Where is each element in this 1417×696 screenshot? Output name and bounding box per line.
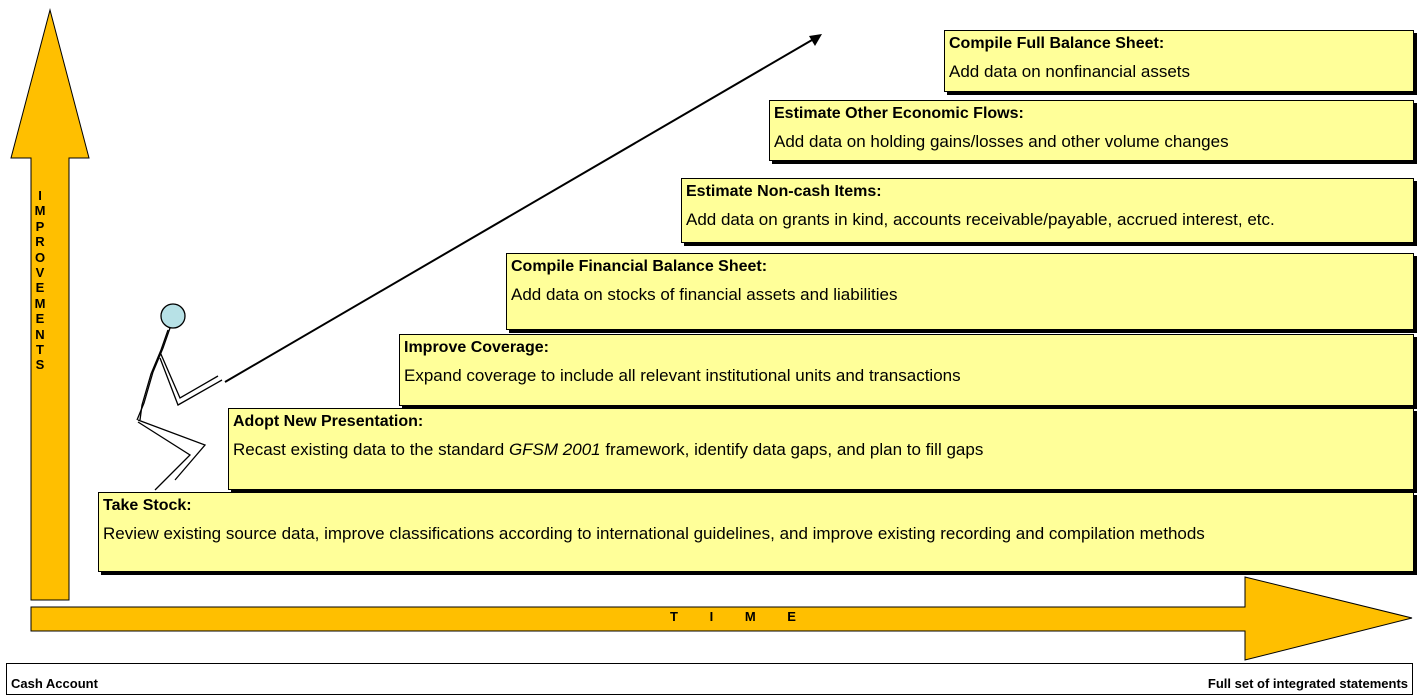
step-description: Add data on stocks of financial assets a…: [511, 285, 898, 304]
step-estimate-non-cash-items: Estimate Non-cash Items: Add data on gra…: [681, 178, 1414, 243]
step-description-part: framework, identify data gaps, and plan …: [600, 440, 984, 459]
progress-arrow-line: [224, 39, 813, 383]
range-end-label: Full set of integrated statements: [1207, 676, 1408, 691]
improvements-letter: P: [35, 218, 45, 234]
progress-arrow-head: [809, 34, 822, 46]
step-compile-financial-balance-sheet: Compile Financial Balance Sheet: Add dat…: [506, 253, 1414, 330]
step-adopt-new-presentation: Adopt New Presentation: Recast existing …: [228, 408, 1414, 490]
step-description: Add data on nonfinancial assets: [949, 62, 1191, 81]
step-take-stock: Take Stock: Review existing source data,…: [98, 492, 1414, 572]
step-description: Add data on holding gains/losses and oth…: [774, 132, 1229, 151]
stick-figure-head-icon: [160, 303, 186, 329]
improvements-letter: E: [35, 280, 45, 296]
improvements-letter: M: [34, 203, 46, 219]
time-arrow: [30, 576, 1413, 661]
step-description: Recast existing data to the standard GFS…: [233, 439, 1409, 461]
range-start-label: Cash Account: [11, 676, 98, 691]
improvements-label: I M P R O V E M E N T S: [30, 188, 50, 373]
step-description-italic: GFSM 2001: [508, 440, 601, 459]
step-title: Improve Coverage:: [404, 339, 549, 356]
improvements-letter: I: [38, 188, 42, 203]
improvements-letter: V: [35, 265, 45, 281]
bottom-range-box: Cash Account Full set of integrated stat…: [6, 663, 1413, 695]
improvements-letter: R: [35, 234, 45, 250]
step-description: Review existing source data, improve cla…: [103, 524, 1205, 543]
step-estimate-other-economic-flows: Estimate Other Economic Flows: Add data …: [769, 100, 1414, 161]
improvements-letter: E: [35, 311, 45, 327]
improvements-letter: T: [36, 342, 44, 358]
step-description: Expand coverage to include all relevant …: [404, 366, 961, 385]
step-title: Estimate Non-cash Items:: [686, 183, 882, 200]
step-improve-coverage: Improve Coverage: Expand coverage to inc…: [399, 334, 1414, 406]
improvements-letter: O: [34, 249, 46, 265]
improvements-letter: M: [34, 295, 46, 311]
time-label: T I M E: [670, 609, 810, 624]
step-title: Compile Financial Balance Sheet:: [511, 258, 768, 275]
improvements-letter: S: [35, 357, 45, 373]
step-description-part: Recast existing data to the standard: [233, 440, 509, 459]
stick-figure: [136, 303, 223, 491]
step-description: Add data on grants in kind, accounts rec…: [686, 210, 1275, 229]
step-title: Estimate Other Economic Flows:: [774, 105, 1024, 122]
step-title: Compile Full Balance Sheet:: [949, 35, 1165, 52]
improvements-letter: N: [35, 326, 45, 342]
step-title: Take Stock:: [103, 497, 192, 514]
step-compile-full-balance-sheet: Compile Full Balance Sheet: Add data on …: [944, 30, 1414, 92]
step-title: Adopt New Presentation:: [233, 413, 424, 430]
improvements-arrow: [10, 8, 90, 601]
